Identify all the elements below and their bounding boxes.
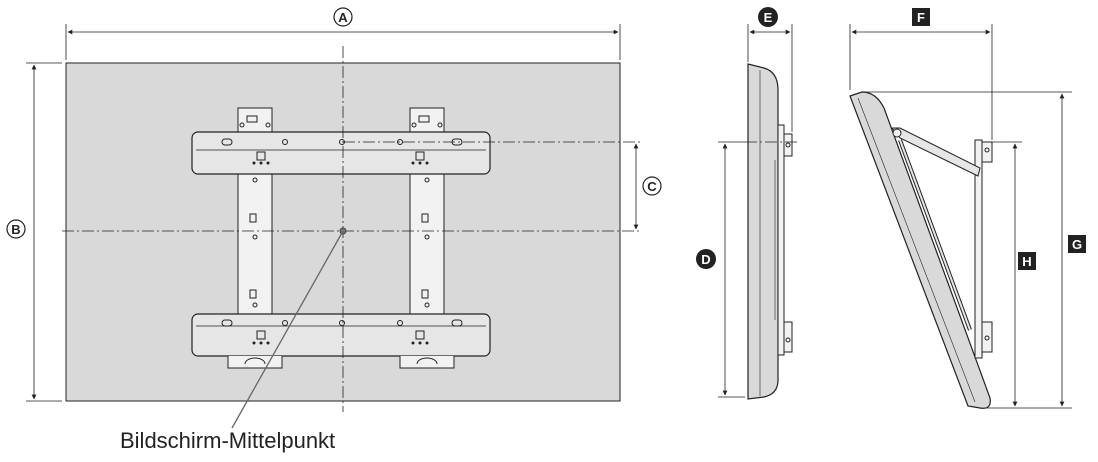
dimension-label-c: C — [647, 179, 657, 194]
tilted-view: F H G — [849, 8, 1086, 409]
bottom-horizontal-bracket — [191, 313, 491, 369]
dimension-label-d: D — [701, 252, 710, 267]
top-horizontal-bracket — [191, 131, 491, 175]
dimension-d: D — [696, 141, 745, 398]
dimension-f: F — [849, 8, 993, 140]
tilt-arm — [890, 127, 981, 331]
dimension-label-h: H — [1022, 254, 1031, 269]
dimension-h: H — [985, 141, 1072, 409]
front-view: A B C — [6, 7, 662, 429]
dimension-label-e: E — [764, 10, 773, 25]
tilted-wall-bracket — [974, 139, 993, 359]
dimension-label-b: B — [11, 222, 20, 237]
screen-center-caption: Bildschirm-Mittelpunkt — [120, 428, 336, 453]
dimension-label-g: G — [1072, 237, 1082, 252]
dimension-a: A — [65, 7, 621, 60]
side-view: D E — [696, 7, 800, 400]
dimension-g: G — [862, 91, 1086, 407]
dimension-label-a: A — [338, 10, 348, 25]
dimension-label-f: F — [917, 10, 925, 25]
center-leader-line — [231, 230, 344, 429]
tilted-display-body — [849, 91, 991, 409]
side-display-body — [747, 63, 779, 400]
dimension-c: C — [633, 143, 662, 230]
dimension-b: B — [6, 62, 62, 402]
dimension-e: E — [747, 7, 793, 132]
side-wall-bracket — [774, 124, 793, 356]
